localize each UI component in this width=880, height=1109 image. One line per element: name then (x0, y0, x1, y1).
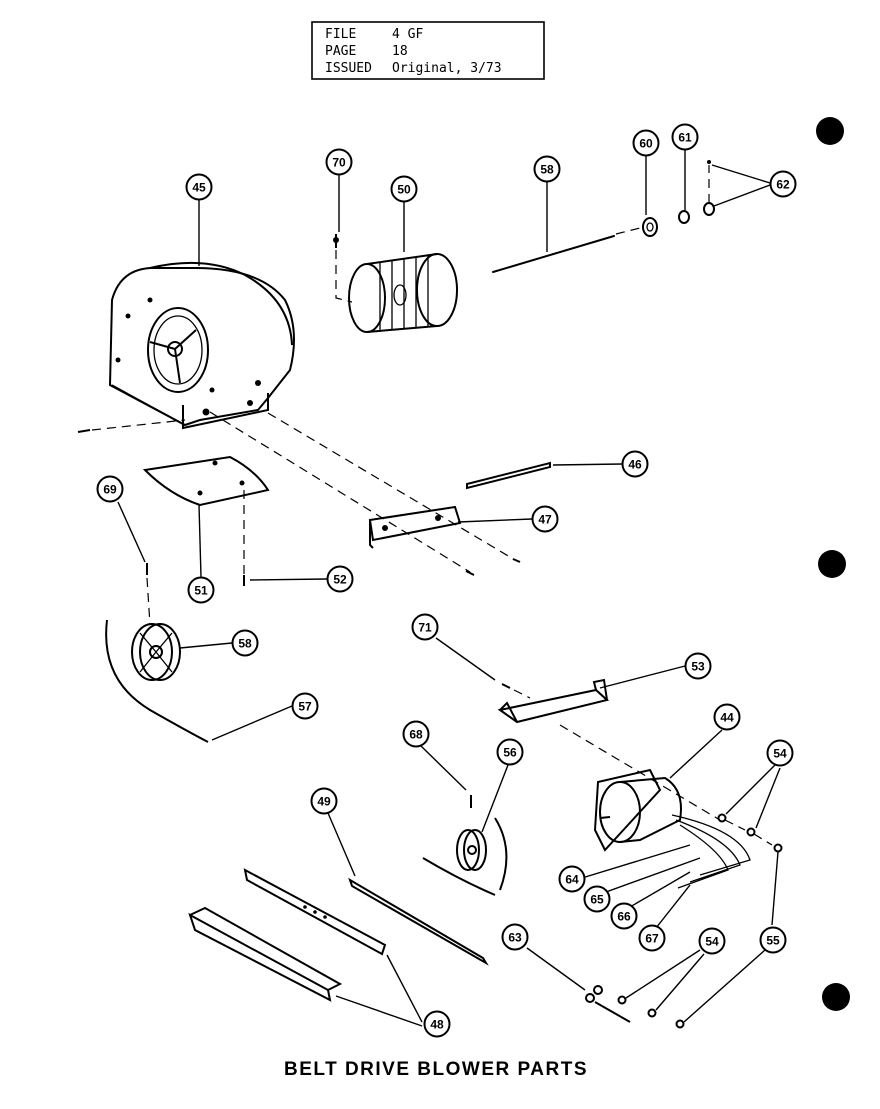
callout-56: 56 (496, 738, 524, 766)
callout-number: 61 (678, 131, 692, 145)
callout-53: 53 (684, 652, 712, 680)
callout-number: 64 (565, 873, 579, 887)
punch-holes (816, 117, 850, 1011)
callout-66: 66 (610, 902, 638, 930)
callout-62: 62 (769, 170, 797, 198)
callout-54-lower: 54 (698, 927, 726, 955)
callout-58-shaft: 58 (533, 155, 561, 183)
callout-45: 45 (185, 173, 213, 201)
callout-55: 55 (759, 926, 787, 954)
callouts: 45 70 50 58 60 61 62 46 47 69 51 52 58 7… (96, 123, 797, 1038)
header-page-label: PAGE (325, 44, 356, 59)
callout-number: 51 (194, 584, 208, 598)
callout-number: 50 (397, 183, 411, 197)
callout-number: 62 (776, 178, 790, 192)
callout-number: 68 (409, 728, 423, 742)
callout-number: 52 (333, 573, 347, 587)
header-page-value: 18 (392, 44, 408, 59)
callout-number: 71 (418, 621, 432, 635)
header-file-value: 4 GF (392, 27, 423, 42)
header-issued-label: ISSUED (325, 61, 372, 76)
callout-54-upper: 54 (766, 739, 794, 767)
callout-number: 53 (691, 660, 705, 674)
mounting-rails (188, 868, 387, 1002)
callout-68: 68 (402, 720, 430, 748)
callout-70: 70 (325, 148, 353, 176)
callout-number: 45 (192, 181, 206, 195)
callout-61: 61 (671, 123, 699, 151)
callout-number: 48 (430, 1018, 444, 1032)
callout-number: 49 (317, 795, 331, 809)
callout-number: 54 (773, 747, 787, 761)
callout-60: 60 (632, 129, 660, 157)
callout-71: 71 (411, 613, 439, 641)
callout-65: 65 (583, 885, 611, 913)
callout-number: 55 (766, 934, 780, 948)
callout-46: 46 (621, 450, 649, 478)
callout-49: 49 (310, 787, 338, 815)
angle-bracket (368, 505, 462, 549)
callout-48: 48 (423, 1010, 451, 1038)
callout-number: 58 (238, 637, 252, 651)
callout-number: 47 (538, 513, 552, 527)
mounting-plate (142, 455, 270, 507)
callout-52: 52 (326, 565, 354, 593)
callout-number: 63 (508, 931, 522, 945)
callout-67: 67 (638, 924, 666, 952)
callout-64: 64 (558, 865, 586, 893)
callout-44: 44 (713, 703, 741, 731)
callout-number: 58 (540, 163, 554, 177)
diagram-caption: BELT DRIVE BLOWER PARTS (284, 1059, 588, 1080)
callout-51: 51 (187, 576, 215, 604)
callout-number: 56 (503, 746, 517, 760)
callout-number: 70 (332, 156, 346, 170)
callout-50: 50 (390, 175, 418, 203)
motor-pulley (422, 817, 508, 896)
blower-wheel (348, 253, 458, 333)
callout-number: 57 (298, 700, 312, 714)
blower-pulley (131, 623, 181, 681)
callout-number: 44 (720, 711, 734, 725)
header-issued-value: Original, 3/73 (392, 61, 502, 76)
bolt-hardware (585, 985, 631, 1023)
callout-number: 66 (617, 910, 631, 924)
callout-number: 65 (590, 893, 604, 907)
blower-housing (108, 261, 295, 430)
callout-57: 57 (291, 692, 319, 720)
header-box: FILE 4 GF PAGE 18 ISSUED Original, 3/73 (311, 21, 545, 80)
blower-motor (593, 768, 751, 889)
callout-number: 60 (639, 137, 653, 151)
motor-bracket (497, 678, 610, 724)
callout-58-pulley: 58 (231, 629, 259, 657)
leader-lines (117, 150, 781, 1027)
callout-number: 46 (628, 458, 642, 472)
callout-number: 69 (103, 483, 117, 497)
callout-69: 69 (96, 475, 124, 503)
callout-63: 63 (501, 923, 529, 951)
callout-47: 47 (531, 505, 559, 533)
callout-number: 67 (645, 932, 659, 946)
callout-number: 54 (705, 935, 719, 949)
header-file-label: FILE (325, 27, 356, 42)
